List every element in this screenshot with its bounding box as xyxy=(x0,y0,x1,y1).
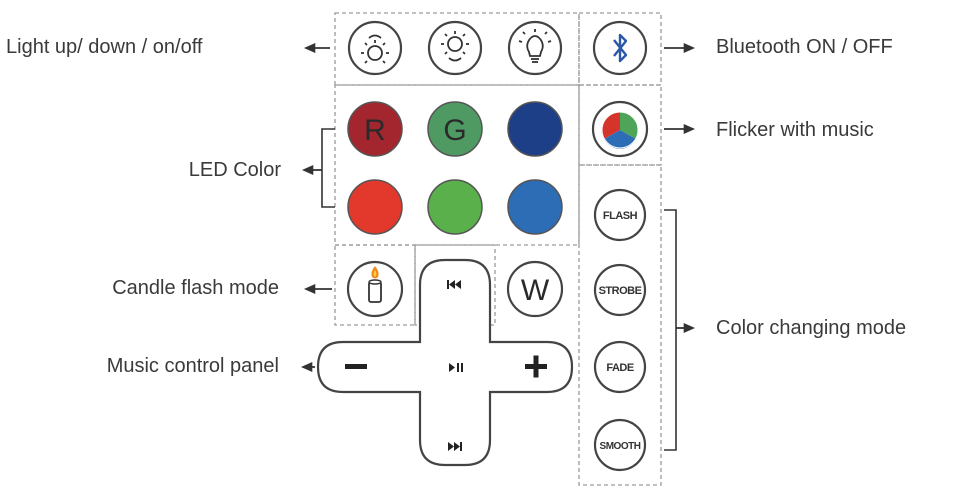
light-down-icon xyxy=(441,31,469,62)
fade-text: FADE xyxy=(606,362,634,374)
strobe-button[interactable]: STROBE xyxy=(593,263,647,317)
blue-button[interactable] xyxy=(507,179,563,235)
light-power-button[interactable] xyxy=(507,20,563,76)
color-changing-label: Color changing mode xyxy=(716,317,907,339)
previous-track-icon xyxy=(447,280,461,289)
bluetooth-icon xyxy=(613,33,628,63)
green-dark-button[interactable]: G xyxy=(427,101,483,157)
candle-icon xyxy=(368,266,382,303)
plus-icon xyxy=(525,355,547,378)
bulb-icon xyxy=(518,29,552,63)
tricolor-icon xyxy=(601,111,639,149)
light-down-button[interactable] xyxy=(427,20,483,76)
flash-text: FLASH xyxy=(603,210,638,222)
flicker-label: Flicker with music xyxy=(716,119,874,141)
red-dark-button[interactable]: R xyxy=(347,101,403,157)
next-track-button[interactable] xyxy=(430,432,480,462)
flicker-group-outline xyxy=(578,84,662,166)
strobe-text: STROBE xyxy=(599,285,642,297)
light-up-icon xyxy=(361,34,389,64)
play-pause-button[interactable] xyxy=(435,352,475,382)
green-letter: G xyxy=(443,114,466,147)
bluetooth-button[interactable] xyxy=(592,20,648,76)
mode-bracket xyxy=(664,209,677,451)
light-up-button[interactable] xyxy=(347,20,403,76)
fade-button[interactable]: FADE xyxy=(593,340,647,394)
white-button[interactable]: W xyxy=(506,260,564,318)
light-control-label: Light up/ down / on/off xyxy=(6,36,203,58)
play-pause-icon xyxy=(449,363,463,372)
red-letter: R xyxy=(364,114,386,147)
smooth-text: SMOOTH xyxy=(600,441,641,452)
bluetooth-label: Bluetooth ON / OFF xyxy=(716,36,893,58)
green-button[interactable] xyxy=(427,179,483,235)
white-letter: W xyxy=(521,274,550,307)
blue-dark-button[interactable] xyxy=(507,101,563,157)
next-track-icon xyxy=(448,442,462,451)
flash-button[interactable]: FLASH xyxy=(593,188,647,242)
previous-track-button[interactable] xyxy=(430,270,480,300)
led-color-bracket xyxy=(321,128,335,208)
volume-down-button[interactable] xyxy=(330,352,380,382)
music-control-label: Music control panel xyxy=(106,355,279,377)
candle-button[interactable] xyxy=(346,260,404,318)
candle-flash-label: Candle flash mode xyxy=(112,277,279,299)
minus-icon xyxy=(345,364,367,369)
smooth-button[interactable]: SMOOTH xyxy=(593,418,647,472)
led-color-label: LED Color xyxy=(188,159,281,181)
mode-group-outline xyxy=(578,164,662,486)
music-cross-panel xyxy=(316,258,574,467)
red-button[interactable] xyxy=(347,179,403,235)
flicker-music-button[interactable] xyxy=(591,100,649,158)
volume-up-button[interactable] xyxy=(510,352,560,382)
